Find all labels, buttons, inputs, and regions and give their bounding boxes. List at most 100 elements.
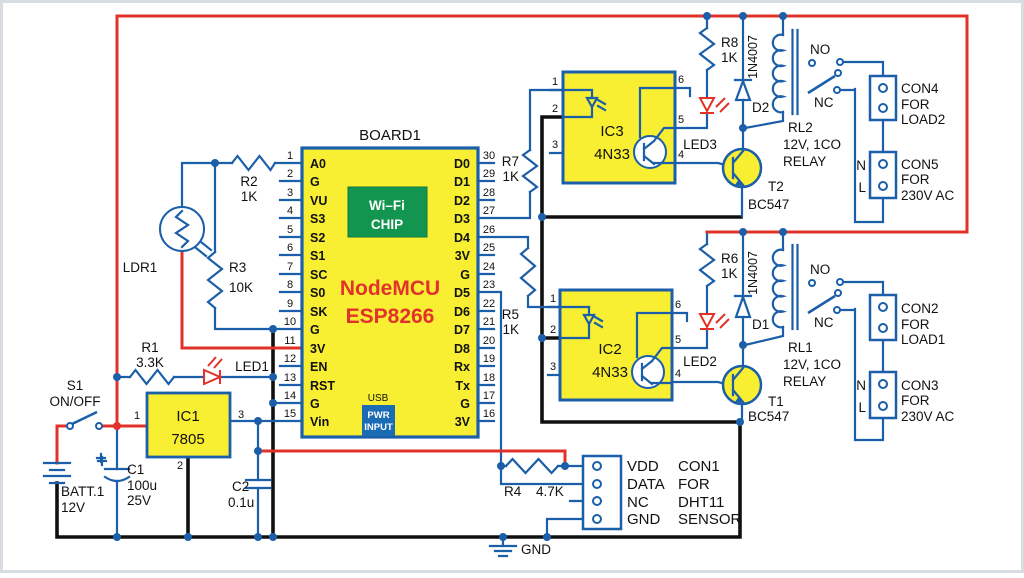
svg-text:D3: D3 [454, 212, 470, 226]
rl1-ref: RL1 [788, 340, 813, 355]
blue-wires [115, 14, 885, 539]
ic3-pin4: 4 [678, 149, 684, 161]
ic1-pin1: 1 [134, 410, 140, 422]
svg-text:20: 20 [483, 335, 495, 347]
ic2-pin1: 1 [550, 293, 556, 305]
svg-text:S0: S0 [310, 286, 325, 300]
ic3-optocoupler [548, 70, 677, 185]
svg-text:27: 27 [483, 205, 495, 217]
ic2-pin4: 4 [675, 368, 681, 380]
r2-ref: R2 [240, 174, 257, 189]
rl2-ref: RL2 [788, 120, 813, 135]
svg-text:Tx: Tx [455, 379, 470, 393]
svg-text:S1: S1 [310, 249, 325, 263]
ic3-pin1: 1 [552, 76, 558, 88]
t2-ref: T2 [768, 179, 784, 194]
ic2-pin5: 5 [675, 334, 681, 346]
battery [42, 452, 107, 485]
svg-text:D0: D0 [454, 157, 470, 171]
usb-pwr: PWR [367, 410, 389, 421]
svg-text:23: 23 [483, 279, 495, 291]
svg-text:SC: SC [310, 268, 327, 282]
ic1-body [145, 391, 232, 459]
battery-ref: BATT.1 [61, 484, 104, 499]
con5-ref: CON5 [901, 157, 939, 172]
svg-text:EN: EN [310, 360, 327, 374]
svg-text:17: 17 [483, 390, 495, 402]
svg-text:11: 11 [284, 335, 295, 347]
con1-pin-vdd: VDD [627, 458, 659, 475]
connector-con4 [868, 74, 898, 122]
wifi-chip-line2: CHIP [371, 217, 403, 232]
board-title: BOARD1 [359, 127, 421, 144]
r2-value: 1K [241, 189, 258, 204]
ic2-ref: IC2 [598, 341, 621, 358]
svg-text:S2: S2 [310, 231, 325, 245]
r1-value: 3.3K [136, 355, 164, 370]
resistors [128, 26, 716, 475]
svg-text:7: 7 [287, 261, 293, 273]
d2-value: 1N4007 [746, 35, 760, 79]
r6-value: 1K [721, 266, 738, 281]
con5-line2: FOR [901, 172, 930, 187]
svg-text:D2: D2 [454, 194, 470, 208]
svg-text:29: 29 [483, 168, 495, 180]
svg-text:D6: D6 [454, 305, 470, 319]
svg-text:D8: D8 [454, 342, 470, 356]
left-pin-numbers: 1 2 3 4 5 6 7 8 9 10 11 12 13 14 15 [284, 150, 296, 420]
r7-value: 1K [502, 169, 519, 184]
rl1-no: NO [810, 262, 830, 277]
ldr [159, 206, 213, 258]
rl2-label: RELAY [783, 154, 826, 169]
con1-line3: DHT11 [678, 494, 724, 511]
svg-text:5: 5 [287, 224, 293, 236]
rl2-value: 12V, 1CO [783, 137, 841, 152]
svg-text:3V: 3V [455, 249, 471, 263]
svg-text:D7: D7 [454, 323, 470, 337]
left-pin-labels: A0 G VU S3 S2 S1 SC S0 SK G 3V EN RST G … [310, 157, 335, 429]
svg-text:A0: A0 [310, 157, 326, 171]
svg-text:G: G [310, 175, 320, 189]
s1-ref: S1 [67, 378, 84, 393]
svg-text:3: 3 [287, 187, 293, 199]
r3-ref: R3 [229, 260, 246, 275]
svg-text:S3: S3 [310, 212, 325, 226]
t1-value: BC547 [748, 409, 789, 424]
svg-text:18: 18 [483, 372, 495, 384]
ic2-optocoupler [546, 288, 674, 402]
con3-n: N [856, 378, 866, 393]
c2-ref: C2 [232, 479, 249, 494]
usb-label: USB [368, 393, 389, 404]
con5-line3: 230V AC [901, 188, 955, 203]
svg-text:8: 8 [287, 279, 293, 291]
svg-text:2: 2 [287, 168, 293, 180]
svg-text:G: G [310, 323, 320, 337]
r1-ref: R1 [141, 340, 158, 355]
ic3-pin5: 5 [678, 114, 684, 126]
c1-value: 100u [127, 478, 157, 493]
svg-text:21: 21 [483, 316, 495, 328]
r6-ref: R6 [721, 251, 738, 266]
r3-value: 10K [229, 280, 253, 295]
con2-line3: LOAD1 [901, 332, 945, 347]
usb-input: INPUT [364, 422, 393, 433]
connector-con5 [868, 150, 898, 200]
svg-text:SK: SK [310, 305, 327, 319]
mcu-name: NodeMCU [340, 277, 440, 300]
con2-ref: CON2 [901, 301, 939, 316]
con2-line2: FOR [901, 317, 930, 332]
r8-value: 1K [721, 50, 738, 65]
rl1-value: 12V, 1CO [783, 357, 841, 372]
ground-symbol [488, 535, 518, 558]
rl1-nc: NC [814, 315, 834, 330]
con4-line2: FOR [901, 97, 930, 112]
con1-pin-gnd: GND [627, 511, 661, 528]
r5-value: 1K [502, 322, 519, 337]
led2 [698, 313, 730, 330]
svg-text:D5: D5 [454, 286, 470, 300]
ic1-pin2: 2 [177, 460, 183, 472]
r8-ref: R8 [721, 35, 738, 50]
rl2-no: NO [810, 42, 830, 57]
capacitor-c1 [96, 455, 131, 483]
connector-con3 [868, 370, 898, 420]
